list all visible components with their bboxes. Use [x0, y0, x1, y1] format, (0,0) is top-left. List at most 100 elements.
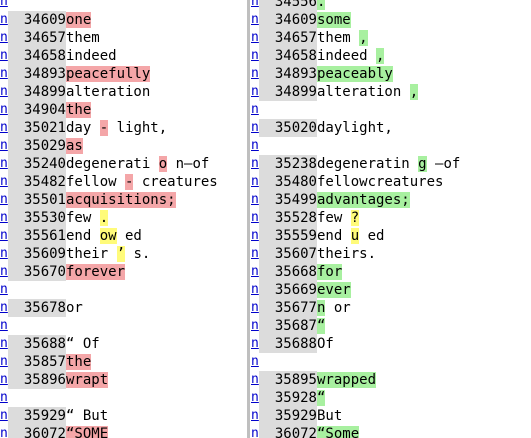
right-diff-highlight: n — [317, 300, 326, 316]
left-note-link[interactable]: n — [0, 263, 8, 281]
right-diff-highlight: , — [376, 48, 385, 64]
right-text-segment: indeed — [317, 48, 377, 64]
right-line-number: 35669 — [259, 281, 317, 299]
left-note-link[interactable]: n — [0, 29, 8, 47]
left-line-number: 35501 — [8, 191, 66, 209]
right-note-link[interactable]: n — [251, 119, 259, 137]
right-note-link[interactable]: n — [251, 65, 259, 83]
right-note-link[interactable]: n — [251, 101, 259, 119]
right-note-link[interactable]: n — [251, 29, 259, 47]
left-line-text: “SOME — [66, 425, 109, 438]
left-note-link[interactable]: n — [0, 245, 8, 263]
right-note-link[interactable]: n — [251, 281, 259, 299]
left-note-link[interactable]: n — [0, 335, 8, 353]
left-line-text: forever — [66, 263, 126, 281]
right-line-text: But — [317, 407, 342, 425]
left-line-number: 34609 — [8, 11, 66, 29]
left-note-link[interactable]: n — [0, 101, 8, 119]
left-line-number: 34657 — [8, 29, 66, 47]
left-note-link[interactable]: n — [0, 119, 8, 137]
right-note-link[interactable]: n — [251, 299, 259, 317]
left-line-number: 35678 — [8, 299, 66, 317]
right-note-link[interactable]: n — [251, 209, 259, 227]
right-note-link[interactable]: n — [251, 191, 259, 209]
left-diff-row: n — [0, 389, 250, 407]
left-line-text: as — [66, 137, 83, 155]
left-note-link[interactable]: n — [0, 137, 8, 155]
right-note-link[interactable]: n — [251, 137, 259, 155]
left-diff-highlight: “SOME — [66, 426, 109, 438]
left-note-link[interactable]: n — [0, 227, 8, 245]
right-line-text: indeed , — [317, 47, 385, 65]
left-line-text: “ Of — [66, 335, 100, 353]
left-text-segment: their — [66, 246, 117, 262]
right-note-link[interactable]: n — [251, 11, 259, 29]
right-note-link[interactable]: n — [251, 389, 259, 407]
left-note-link[interactable]: n — [0, 425, 8, 438]
left-text-segment: them — [66, 30, 100, 46]
right-note-link[interactable]: n — [251, 407, 259, 425]
left-diff-highlight: the — [66, 354, 92, 370]
left-line-number: 35530 — [8, 209, 66, 227]
left-note-link[interactable]: n — [0, 353, 8, 371]
left-note-link[interactable]: n — [0, 281, 8, 299]
right-note-link[interactable]: n — [251, 47, 259, 65]
right-note-link[interactable]: n — [251, 155, 259, 173]
right-line-text: ever — [317, 281, 351, 299]
left-note-link[interactable]: n — [0, 83, 8, 101]
left-diff-row: n — [0, 281, 250, 299]
left-note-link[interactable]: n — [0, 191, 8, 209]
left-note-link[interactable]: n — [0, 11, 8, 29]
right-note-link[interactable]: n — [251, 335, 259, 353]
left-note-link[interactable]: n — [0, 155, 8, 173]
left-note-link[interactable]: n — [0, 317, 8, 335]
right-note-link[interactable]: n — [251, 317, 259, 335]
pane-divider[interactable] — [247, 0, 250, 438]
right-note-link[interactable]: n — [251, 263, 259, 281]
right-note-link[interactable]: n — [251, 371, 259, 389]
left-text-segment: or — [66, 300, 83, 316]
right-line-number: 35928 — [259, 389, 317, 407]
right-line-number: 35677 — [259, 299, 317, 317]
left-note-link[interactable]: n — [0, 371, 8, 389]
right-line-number: 34899 — [259, 83, 317, 101]
right-note-link[interactable]: n — [251, 353, 259, 371]
left-note-link[interactable]: n — [0, 407, 8, 425]
right-text-segment: few — [317, 210, 351, 226]
left-text-segment: n—of — [167, 156, 210, 172]
left-note-link[interactable]: n — [0, 65, 8, 83]
right-note-link[interactable]: n — [251, 425, 259, 438]
left-note-link[interactable]: n — [0, 299, 8, 317]
left-diff-row: n — [0, 0, 250, 11]
right-diff-highlight: “Some — [317, 426, 360, 438]
left-note-link[interactable]: n — [0, 47, 8, 65]
left-diff-row: n — [0, 317, 250, 335]
left-note-link[interactable]: n — [0, 173, 8, 191]
right-note-link[interactable]: n — [251, 0, 259, 11]
left-note-link[interactable]: n — [0, 389, 8, 407]
right-note-link[interactable]: n — [251, 83, 259, 101]
left-line-number: 35561 — [8, 227, 66, 245]
right-note-link[interactable]: n — [251, 173, 259, 191]
left-diff-highlight: the — [66, 102, 92, 118]
left-line-number: 35688 — [8, 335, 66, 353]
left-note-link[interactable]: n — [0, 209, 8, 227]
right-note-link[interactable]: n — [251, 245, 259, 263]
right-note-link[interactable]: n — [251, 227, 259, 245]
left-note-link[interactable]: n — [0, 0, 8, 11]
right-line-number: 35687 — [259, 317, 317, 335]
right-line-text: wrapped — [317, 371, 377, 389]
right-diff-highlight: ever — [317, 282, 351, 298]
